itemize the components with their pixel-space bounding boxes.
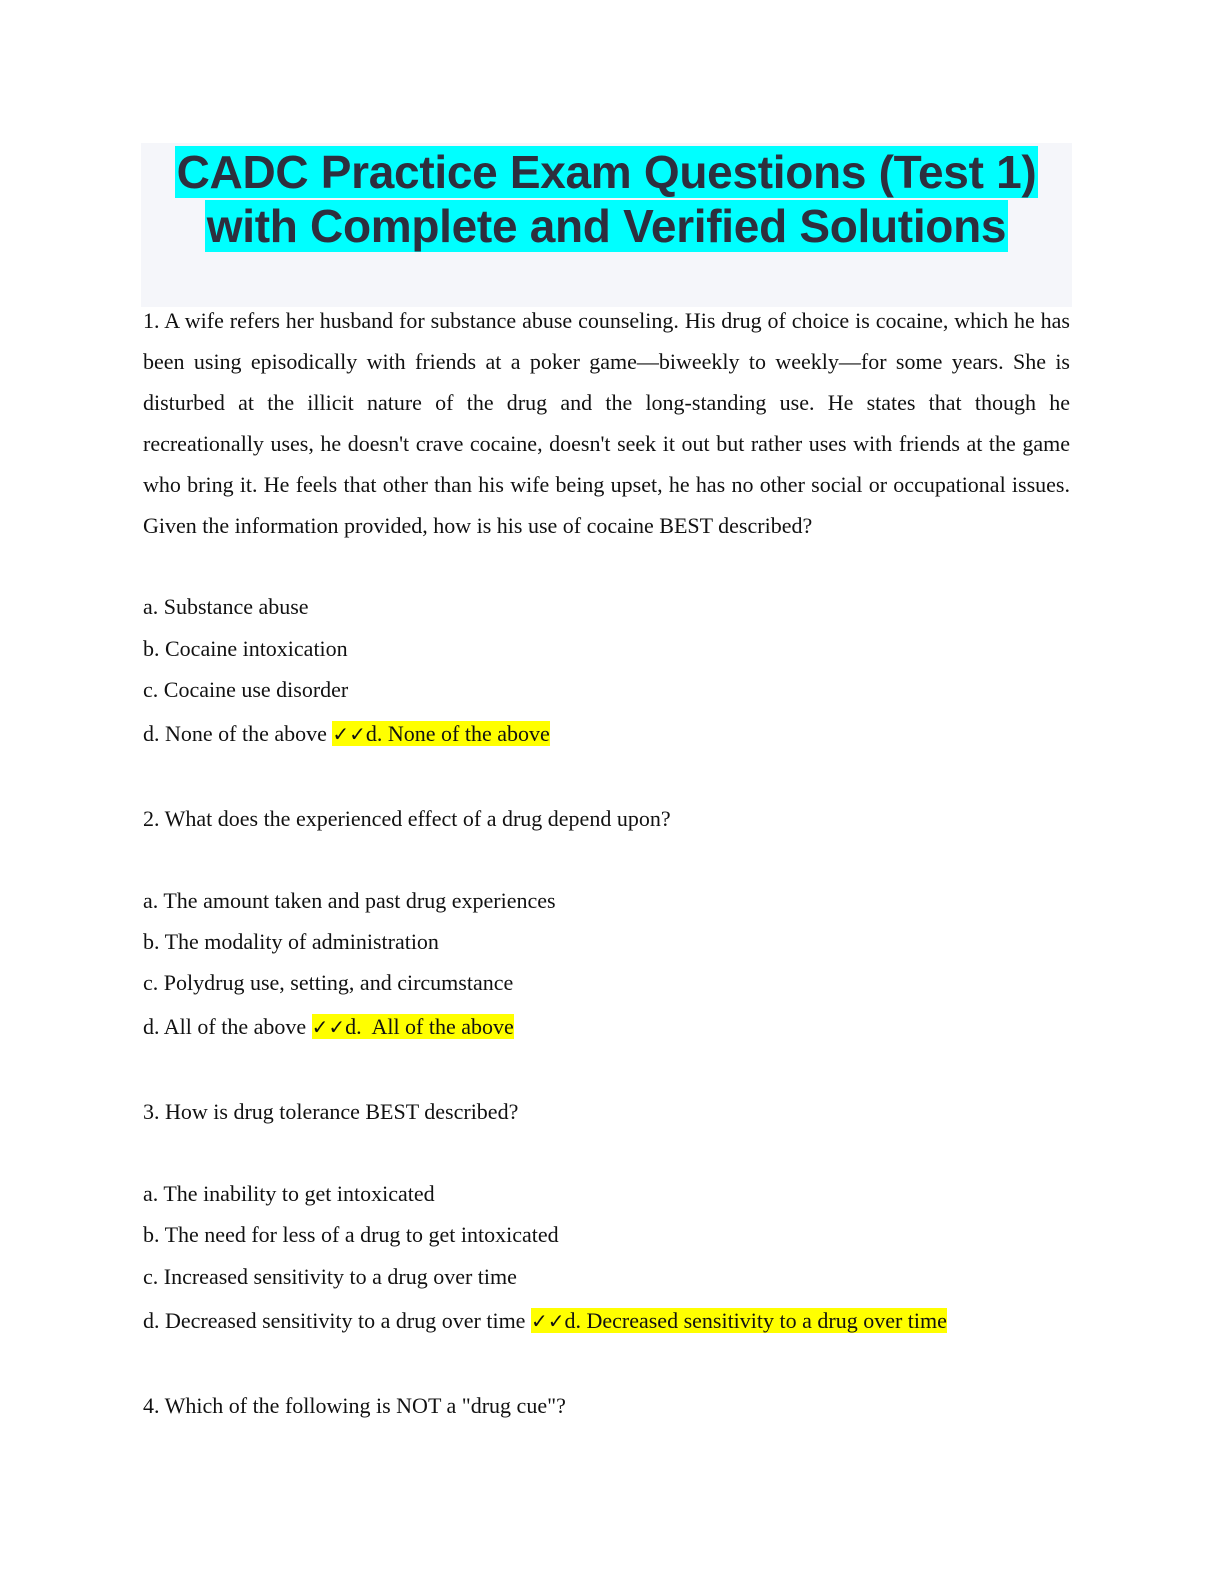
question-1-text: 1. A wife refers her husband for substan… — [143, 308, 1070, 538]
question-1-option-d-row: d. None of the above ✓✓d. None of the ab… — [143, 719, 550, 749]
title-line-2: with Complete and Verified Solutions — [204, 200, 1009, 252]
question-2-option-d-row: d. All of the above ✓✓d. All of the abov… — [143, 1012, 514, 1042]
question-3-answer-text: d. Decreased sensitivity to a drug over … — [564, 1308, 947, 1333]
question-1-option-b: b. Cocaine intoxication — [143, 636, 348, 661]
question-1-answer: ✓✓d. None of the above — [332, 721, 550, 746]
question-1-answer-text: d. None of the above — [365, 721, 550, 746]
question-4-text: 4. Which of the following is NOT a "drug… — [143, 1393, 566, 1418]
question-2-option-d: d. All of the above — [143, 1014, 307, 1039]
question-3-text: 3. How is drug tolerance BEST described? — [143, 1099, 519, 1124]
question-2-answer-text: d. All of the above — [345, 1014, 514, 1039]
question-2-option-b: b. The modality of administration — [143, 929, 439, 954]
question-1-option-c: c. Cocaine use disorder — [143, 677, 349, 702]
title-line-1: CADC Practice Exam Questions (Test 1) — [174, 146, 1039, 198]
question-3-option-d: d. Decreased sensitivity to a drug over … — [143, 1308, 526, 1333]
question-1-option-a: a. Substance abuse — [143, 594, 309, 619]
double-check-icon: ✓✓ — [332, 722, 366, 746]
question-3-option-b: b. The need for less of a drug to get in… — [143, 1222, 559, 1247]
question-2-option-a: a. The amount taken and past drug experi… — [143, 888, 556, 913]
double-check-icon: ✓✓ — [311, 1015, 346, 1039]
title-box: CADC Practice Exam Questions (Test 1) wi… — [141, 143, 1072, 307]
question-1-option-d: d. None of the above — [143, 721, 327, 746]
question-3-option-a: a. The inability to get intoxicated — [143, 1181, 435, 1206]
question-3-option-d-row: d. Decreased sensitivity to a drug over … — [143, 1306, 947, 1336]
question-3-option-c: c. Increased sensitivity to a drug over … — [143, 1264, 517, 1289]
question-2-text: 2. What does the experienced effect of a… — [143, 806, 671, 831]
double-check-icon: ✓✓ — [530, 1309, 565, 1333]
question-2-answer: ✓✓d. All of the above — [311, 1014, 514, 1039]
question-2-option-c: c. Polydrug use, setting, and circumstan… — [143, 970, 514, 995]
question-3-answer: ✓✓d. Decreased sensitivity to a drug ove… — [530, 1308, 947, 1333]
page-title: CADC Practice Exam Questions (Test 1) wi… — [141, 143, 1072, 253]
